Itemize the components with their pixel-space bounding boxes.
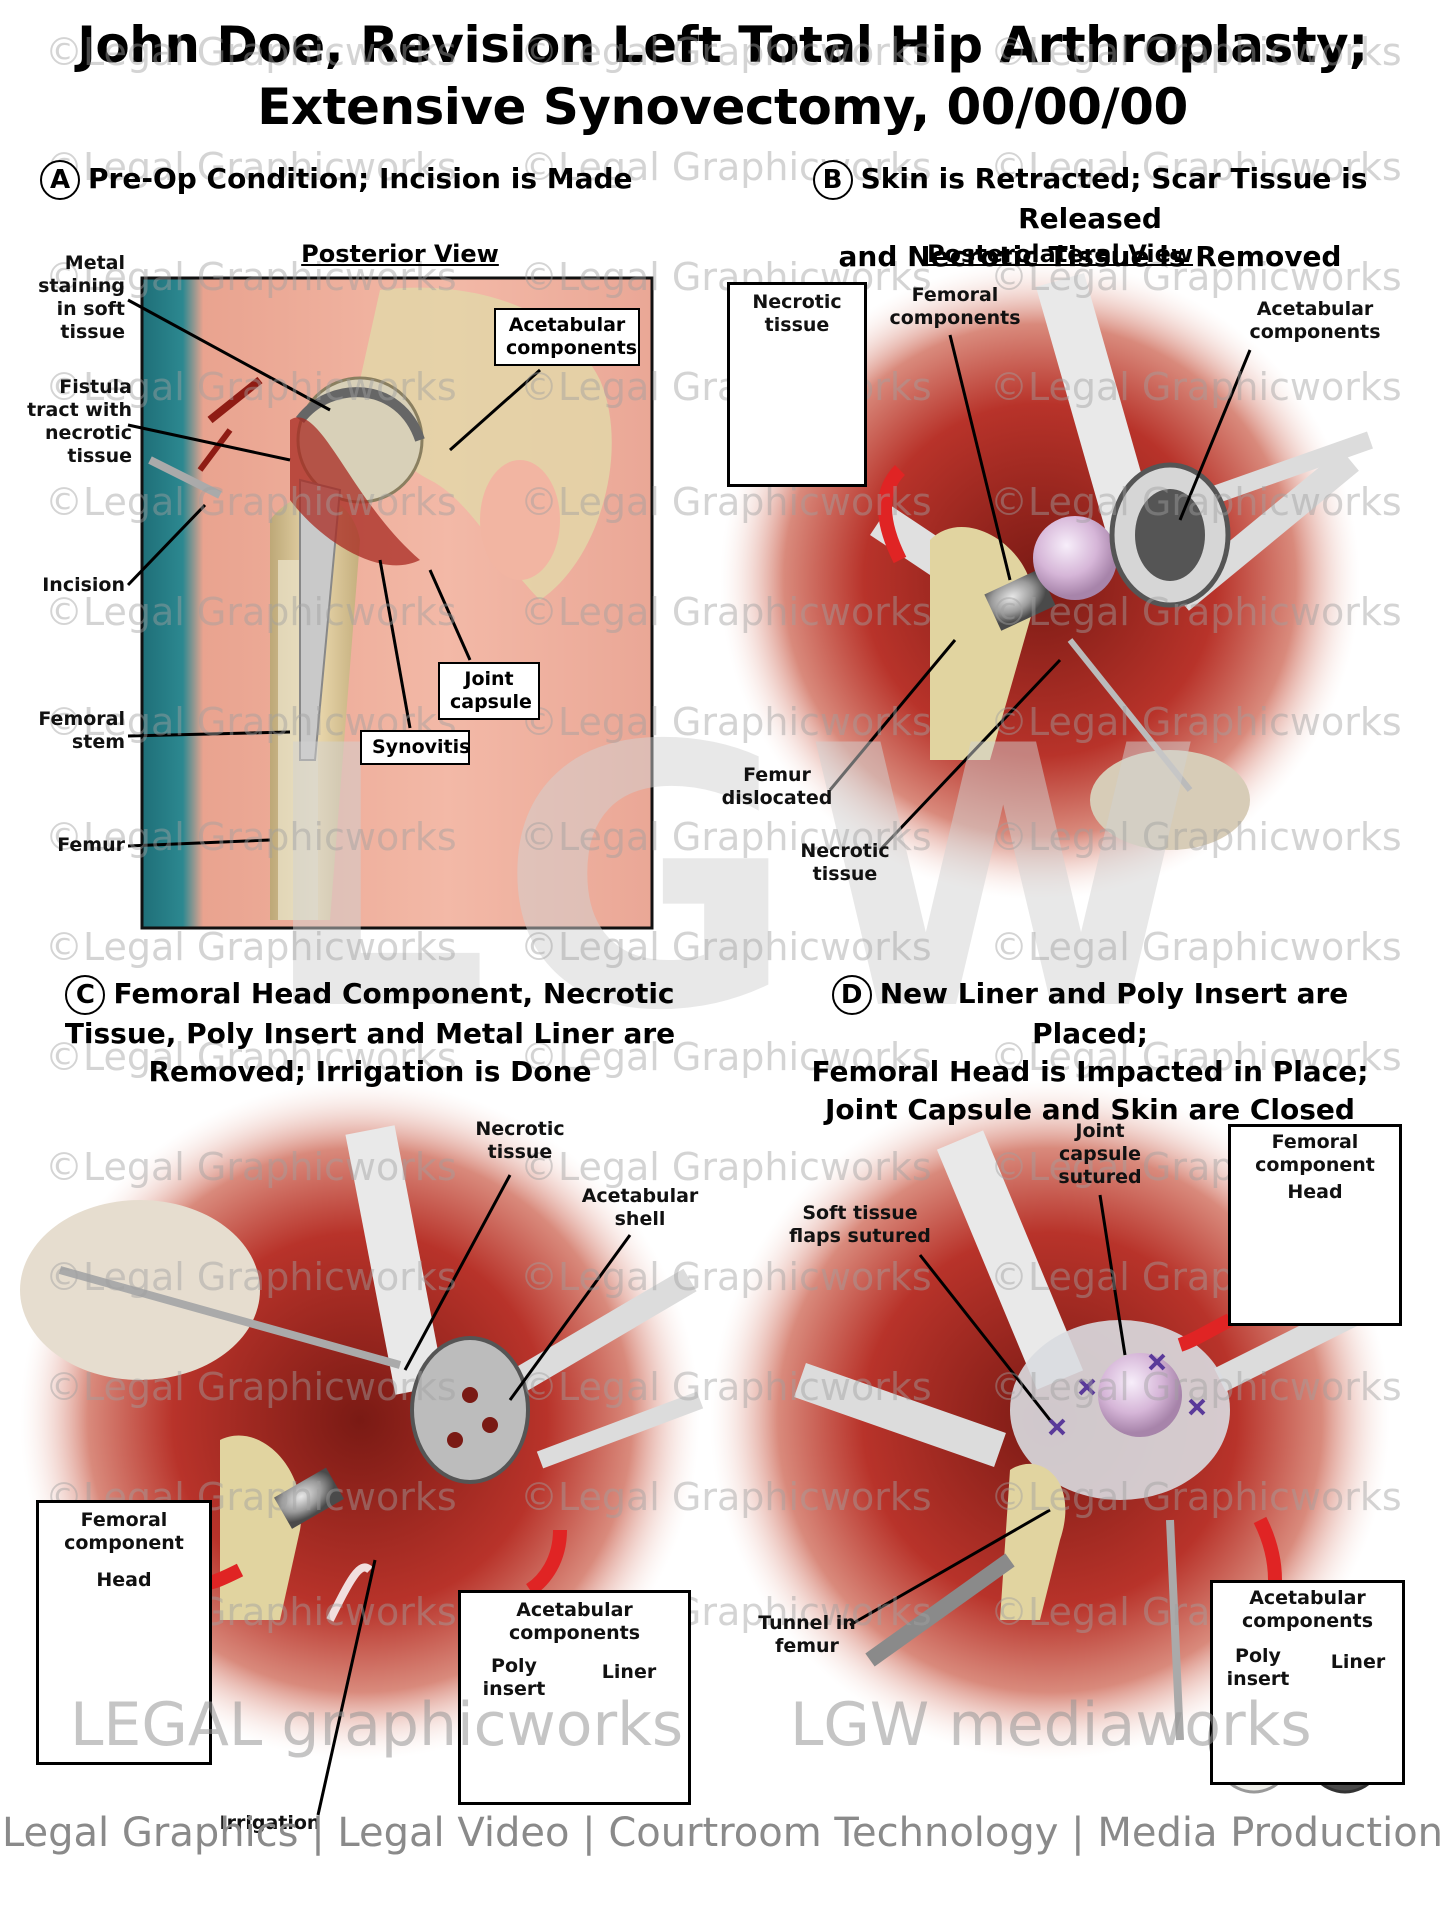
label-head-c: Head xyxy=(96,1569,152,1591)
footer-tagline: Legal Graphics | Legal Video | Courtroom… xyxy=(1,1810,1444,1856)
panel-d-heading-line-3: Joint Capsule and Skin are Closed xyxy=(825,1093,1355,1126)
panel-b-letter: B xyxy=(812,160,853,200)
label-metal-staining: Metal staining in soft tissue xyxy=(38,252,125,343)
label-acetabular-components-b: Acetabular components xyxy=(1249,298,1381,343)
label-liner-c: Liner xyxy=(601,1661,657,1683)
label-femur-dislocated: Femur dislocated xyxy=(721,764,833,809)
label-joint-capsule: Joint capsule xyxy=(438,662,540,720)
label-tunnel-in-femur: Tunnel in femur xyxy=(758,1612,856,1657)
page-title: John Doe, Revision Left Total Hip Arthro… xyxy=(0,14,1445,138)
panel-a-heading-text: Pre-Op Condition; Incision is Made xyxy=(88,162,633,195)
label-synovitis: Synovitis xyxy=(360,730,470,765)
label-fistula-tract: Fistula tract with necrotic tissue xyxy=(27,376,132,467)
inset-femoral-component-d: Femoral component Head xyxy=(1228,1124,1402,1326)
panel-c-heading-line-2: Tissue, Poly Insert and Metal Liner are xyxy=(64,1017,676,1050)
legal-graphicworks-logo: LEGAL graphicworks xyxy=(70,1690,684,1760)
panel-c-heading-line-1: Femoral Head Component, Necrotic xyxy=(113,977,675,1010)
inset-femoral-component-c: Femoral component Head xyxy=(36,1500,212,1765)
leader-lines xyxy=(126,298,1252,1816)
label-femoral-components: Femoral components xyxy=(889,284,1021,329)
panel-d-letter: D xyxy=(831,975,872,1015)
label-necrotic-tissue-inset: Necrotic tissue xyxy=(752,291,842,336)
label-joint-capsule-sutured: Joint capsule sutured xyxy=(1058,1120,1142,1188)
label-femoral-component-d: Femoral component xyxy=(1255,1131,1375,1176)
label-necrotic-tissue-c: Necrotic tissue xyxy=(475,1118,565,1163)
label-femoral-stem: Femoral stem xyxy=(38,708,125,753)
label-poly-insert-c: Poly insert xyxy=(482,1655,546,1700)
label-liner-d: Liner xyxy=(1330,1651,1386,1673)
title-line-1: John Doe, Revision Left Total Hip Arthro… xyxy=(77,16,1368,74)
panel-b-heading-line-1: Skin is Retracted; Scar Tissue is Releas… xyxy=(860,162,1368,235)
panel-d-heading-line-1: New Liner and Poly Insert are Placed; xyxy=(879,977,1349,1050)
label-femoral-component-c: Femoral component xyxy=(64,1509,184,1554)
label-acetabular-shell: Acetabular shell xyxy=(581,1185,699,1230)
label-acetabular-components-c: Acetabular components xyxy=(508,1599,641,1644)
label-acetabular-components-d: Acetabular components xyxy=(1241,1587,1374,1632)
label-incision: Incision xyxy=(42,574,125,596)
panel-a-letter: A xyxy=(40,160,80,200)
panel-a-image xyxy=(140,276,654,930)
inset-acetabular-components-d: Acetabular components Poly insert Liner xyxy=(1210,1580,1405,1785)
label-necrotic-tissue-b: Necrotic tissue xyxy=(800,840,890,885)
panel-b-image xyxy=(720,260,1373,900)
label-soft-tissue-flaps: Soft tissue flaps sutured xyxy=(789,1202,931,1247)
panel-a-view-title: Posterior View xyxy=(301,240,499,268)
label-femur: Femur xyxy=(57,834,125,856)
title-line-2: Extensive Synovectomy, 00/00/00 xyxy=(257,78,1188,136)
panel-d-heading-line-2: Femoral Head is Impacted in Place; xyxy=(811,1055,1369,1088)
lgw-mediaworks-logo: LGW mediaworks xyxy=(790,1690,1312,1760)
inset-acetabular-components-c: Acetabular components Poly insert Liner xyxy=(458,1590,691,1805)
label-head-d: Head xyxy=(1287,1181,1343,1203)
label-irrigation: Irrigation xyxy=(219,1812,321,1834)
label-poly-insert-d: Poly insert xyxy=(1226,1645,1290,1690)
panel-b-view-title: Posterolateral View xyxy=(926,240,1194,268)
panel-c-letter: C xyxy=(65,975,106,1015)
label-acetabular-components: Acetabular components xyxy=(494,308,640,366)
inset-necrotic-tissue: Necrotic tissue xyxy=(727,282,867,487)
panel-c-heading-line-3: Removed; Irrigation is Done xyxy=(148,1055,592,1088)
panel-b-heading-line-2: and Necrotic Tissue is Removed xyxy=(838,240,1342,273)
